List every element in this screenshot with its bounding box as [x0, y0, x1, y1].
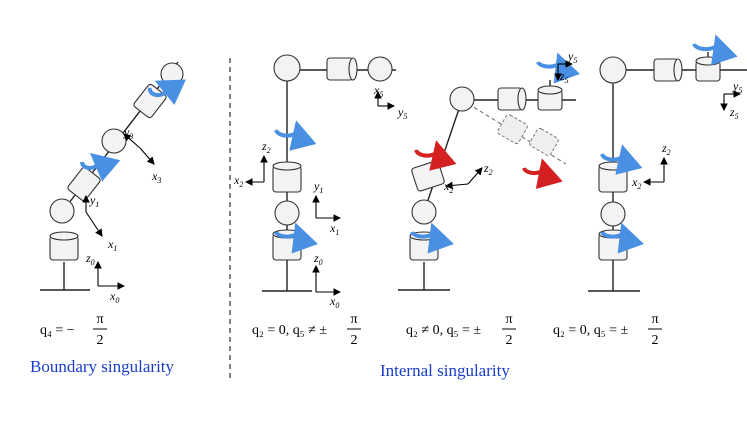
- svg-text:x2: x2: [631, 175, 641, 191]
- frame-labels: y5 z5 z2 x2: [631, 79, 742, 191]
- svg-text:y1: y1: [313, 179, 323, 195]
- svg-text:x3: x3: [151, 169, 161, 185]
- svg-text:2: 2: [351, 333, 358, 348]
- frame-axes: [444, 60, 574, 190]
- svg-text:z2: z2: [483, 161, 493, 177]
- frame-axes: [642, 90, 742, 186]
- condition-config-b: q₂ ≠ 0, q₅ = ± π 2: [406, 312, 516, 348]
- svg-text:y5: y5: [397, 105, 407, 121]
- svg-text:x2: x2: [233, 173, 243, 189]
- svg-text:z0: z0: [313, 251, 323, 267]
- svg-text:x5: x5: [373, 83, 383, 99]
- frame-labels: y3 x3 y1 x1 z0 x0: [85, 125, 161, 305]
- svg-text:y1: y1: [89, 193, 99, 209]
- svg-text:2: 2: [506, 333, 513, 348]
- condition-config-c: q₂ = 0, q₅ = ± π 2: [553, 312, 662, 348]
- rotation-arrow-icon: [274, 120, 318, 254]
- svg-text:q₂ = 0, q₅ ≠ ±: q₂ = 0, q₅ ≠ ±: [252, 323, 327, 338]
- svg-text:z0: z0: [85, 251, 95, 267]
- robot-arm-config-a: [262, 54, 396, 292]
- svg-text:π: π: [651, 312, 658, 327]
- frame-labels: y5 z5 z2 x2: [443, 49, 577, 195]
- rotation-arrow-icon: [600, 34, 738, 254]
- svg-text:x1: x1: [329, 221, 339, 237]
- condition-boundary: q₄ = − π 2: [40, 312, 107, 348]
- frame-axes: [244, 90, 396, 296]
- svg-text:2: 2: [97, 333, 104, 348]
- svg-text:2: 2: [652, 333, 659, 348]
- caption-internal: Internal singularity: [380, 361, 510, 380]
- svg-text:y3: y3: [123, 125, 133, 141]
- svg-text:q₄ = −: q₄ = −: [40, 323, 75, 338]
- caption-boundary: Boundary singularity: [30, 357, 175, 376]
- rotation-arrow-icon: [80, 79, 187, 182]
- svg-text:π: π: [96, 312, 103, 327]
- svg-text:z5: z5: [729, 105, 739, 121]
- svg-text:π: π: [350, 312, 357, 327]
- condition-config-a: q₂ = 0, q₅ ≠ ± π 2: [252, 312, 361, 348]
- svg-text:y5: y5: [732, 79, 742, 95]
- robot-arm-config-c: [588, 52, 747, 292]
- svg-text:q₂ = 0, q₅ = ±: q₂ = 0, q₅ = ±: [553, 323, 629, 338]
- svg-text:x2: x2: [443, 179, 453, 195]
- frame-axes: [82, 133, 155, 290]
- svg-text:z5: z5: [559, 69, 569, 85]
- svg-text:x0: x0: [329, 294, 339, 310]
- svg-text:x1: x1: [107, 237, 117, 253]
- svg-text:z2: z2: [261, 139, 271, 155]
- svg-text:π: π: [505, 312, 512, 327]
- svg-text:y5: y5: [567, 49, 577, 65]
- svg-text:x0: x0: [109, 289, 119, 305]
- robot-arm-config-b: [398, 80, 576, 291]
- rotation-arrow-icon: [410, 52, 580, 254]
- svg-text:q₂ ≠ 0, q₅ = ±: q₂ ≠ 0, q₅ = ±: [406, 323, 481, 338]
- svg-text:z2: z2: [661, 141, 671, 157]
- frame-labels: x5 y5 z2 x2 y1 x1 z0 x0: [233, 83, 407, 310]
